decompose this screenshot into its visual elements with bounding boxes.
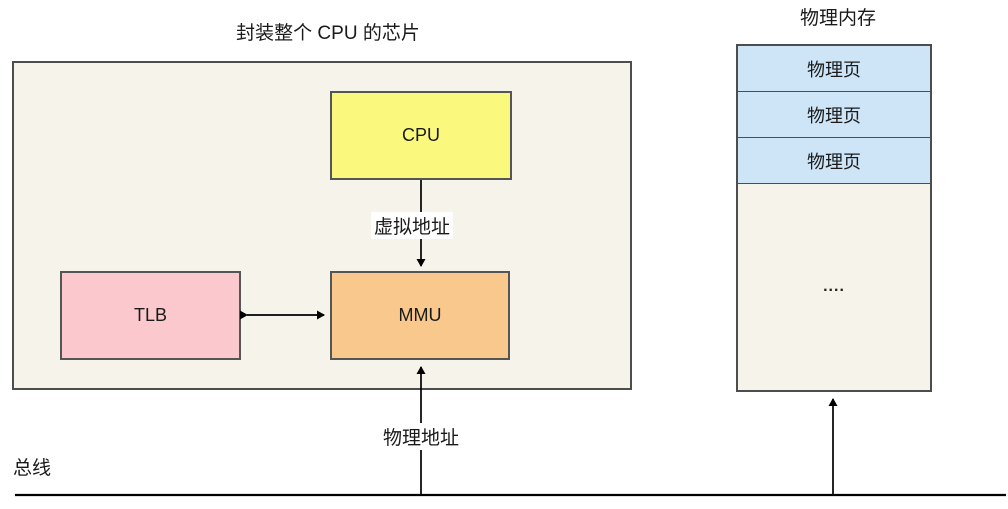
physical-page-row: 物理页 — [738, 138, 930, 184]
memory-title: 物理内存 — [799, 8, 877, 29]
physical-page-row: 物理页 — [738, 92, 930, 138]
physical-page-label: 物理页 — [807, 59, 861, 80]
physical-page-label: 物理页 — [807, 151, 861, 172]
physical-memory-box: 物理页 物理页 物理页 .... — [736, 44, 932, 392]
mmu-box-label: MMU — [398, 305, 442, 325]
physical-page-label: 物理页 — [807, 105, 861, 126]
bus-label: 总线 — [13, 458, 52, 479]
mmu-box: MMU — [330, 271, 510, 360]
physical-page-row: 物理页 — [738, 46, 930, 92]
memory-ellipsis: .... — [823, 278, 845, 295]
tlb-box: TLB — [60, 271, 241, 360]
chip-title: 封装整个 CPU 的芯片 — [236, 23, 420, 44]
virtual-address-label: 虚拟地址 — [370, 212, 454, 239]
physical-address-label: 物理地址 — [379, 423, 463, 450]
tlb-box-label: TLB — [133, 305, 167, 325]
memory-remainder-region: .... — [738, 184, 930, 390]
cpu-box: CPU — [330, 91, 512, 180]
cpu-box-label: CPU — [401, 125, 440, 145]
